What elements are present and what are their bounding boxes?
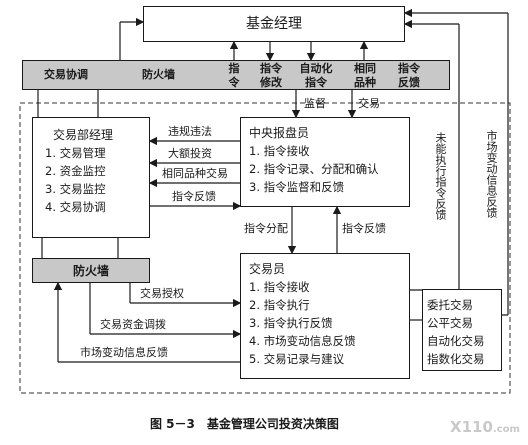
- band-xiugai-1: 指令: [260, 62, 282, 75]
- label-jiandu: 监督: [304, 97, 326, 110]
- band-xiangtong-1: 相同: [354, 62, 376, 75]
- watermark-logo: X110.com: [450, 418, 520, 436]
- label-shichang-fankui: 市场变动信息反馈: [80, 346, 168, 359]
- label-zhiling-fenpei: 指令分配: [244, 222, 288, 235]
- firewall-box: 防火墙: [32, 258, 150, 283]
- firewall-label: 防火墙: [72, 264, 109, 278]
- label-xiangtong-jiaoyi: 相同品种交易: [162, 167, 228, 180]
- watermark-logo-main: X110: [450, 418, 493, 436]
- band-zidonghua: 自动化 指令: [294, 62, 338, 90]
- central-item-2: 2. 指令记录、分配和确认: [249, 162, 379, 176]
- principle-1: 委托交易: [427, 298, 473, 312]
- central-title: 中央报盘员: [249, 126, 310, 140]
- band-fanghuoqiang: 防火墙: [142, 68, 175, 81]
- principles-box: 委托交易 公平交易 自动化交易 指数化交易: [422, 289, 502, 371]
- trader-item-1: 1. 指令接收: [249, 280, 310, 294]
- trader-title: 交易员: [249, 262, 286, 276]
- label-zhiling-fankui2: 指令反馈: [342, 222, 386, 235]
- central-item-3: 3. 指令监督和反馈: [249, 180, 345, 194]
- trader-item-2: 2. 指令执行: [249, 298, 310, 312]
- central-trader-box: 中央报盘员 1. 指令接收 2. 指令记录、分配和确认 3. 指令监督和反馈: [240, 117, 410, 207]
- figure-caption: 图 5－3 基金管理公司投资决策图: [150, 417, 339, 431]
- trader-item-3: 3. 指令执行反馈: [249, 316, 333, 330]
- band-zhiling-xiugai: 指令 修改: [254, 62, 288, 90]
- dashed-boundary: [19, 102, 511, 394]
- dept-item-4: 4. 交易协调: [45, 200, 106, 214]
- dept-item-1: 1. 交易管理: [45, 146, 106, 160]
- band-zhiling-2: 令: [228, 76, 240, 89]
- band-fankui-1: 指令: [398, 62, 420, 75]
- fund-manager-box: 基金经理: [143, 6, 405, 42]
- principle-4: 指数化交易: [427, 352, 485, 366]
- central-item-1: 1. 指令接收: [249, 144, 310, 158]
- band-zidong-2: 指令: [305, 76, 327, 89]
- band-fankui: 指令 反馈: [392, 62, 426, 90]
- label-weigui: 违规违法: [168, 125, 212, 138]
- trader-item-4: 4. 市场变动信息反馈: [249, 334, 356, 348]
- dept-manager-title: 交易部经理: [53, 128, 114, 142]
- fund-manager-label: 基金经理: [246, 16, 302, 32]
- label-jiaoyi: 交易: [358, 97, 380, 110]
- band-zhiling-1: 指: [228, 62, 240, 75]
- label-zijin-tiaobo: 交易资金调拨: [100, 318, 166, 331]
- band-xiangtong: 相同 品种: [350, 62, 380, 90]
- band-xiangtong-2: 品种: [354, 76, 376, 89]
- trader-box: 交易员 1. 指令接收 2. 指令执行 3. 指令执行反馈 4. 市场变动信息反…: [240, 253, 410, 379]
- trader-item-5: 5. 交易记录与建议: [249, 352, 345, 366]
- band-jiaoyi-xietiao: 交易协调: [44, 68, 88, 81]
- label-jiaoyi-shouquan: 交易授权: [140, 287, 184, 300]
- label-dae: 大额投资: [168, 147, 212, 160]
- label-shichang-vertical: 市场变动信息反馈: [485, 130, 498, 218]
- band-zhiling: 指 令: [226, 62, 242, 90]
- band-xiugai-2: 修改: [260, 76, 282, 89]
- label-weineng: 未能执行指令反馈: [434, 132, 447, 220]
- principle-3: 自动化交易: [427, 334, 485, 348]
- instruction-band: [22, 60, 450, 90]
- dept-manager-box: 交易部经理 1. 交易管理 2. 资金监控 3. 交易监控 4. 交易协调: [32, 117, 150, 238]
- label-zhiling-fankui: 指令反馈: [172, 190, 216, 203]
- dept-item-2: 2. 资金监控: [45, 164, 106, 178]
- band-zidong-1: 自动化: [299, 62, 333, 75]
- dept-item-3: 3. 交易监控: [45, 182, 106, 196]
- watermark-logo-suffix: .com: [492, 424, 520, 435]
- band-fankui-2: 反馈: [398, 76, 420, 89]
- principle-2: 公平交易: [427, 316, 473, 330]
